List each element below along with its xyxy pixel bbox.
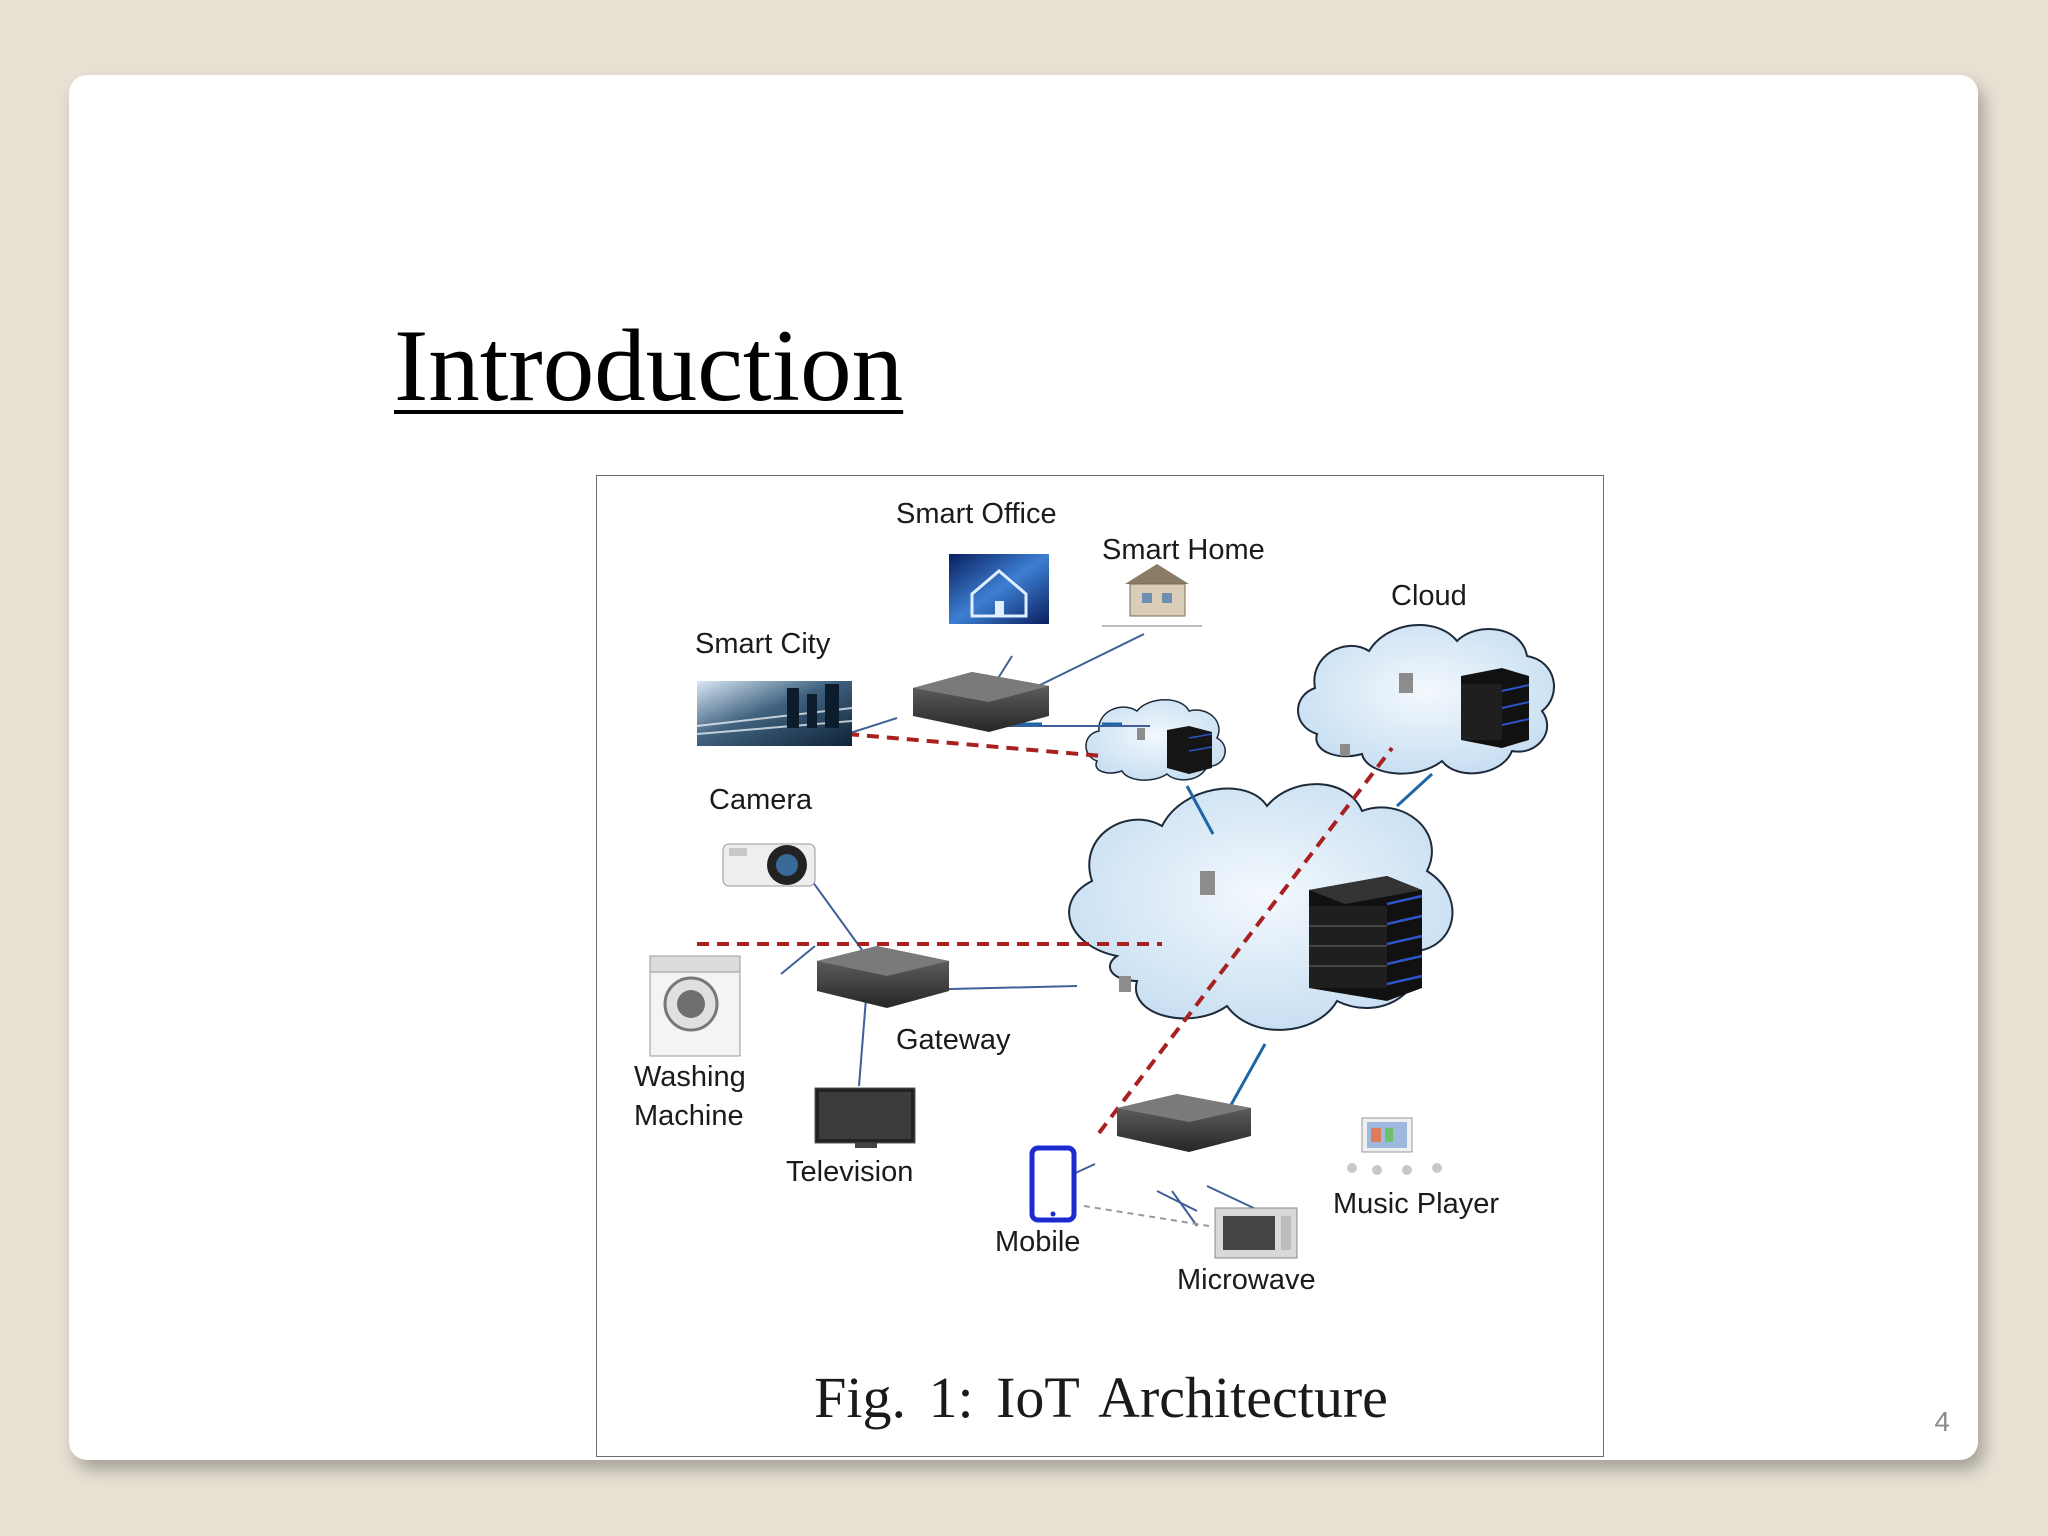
camera-image <box>722 843 816 887</box>
label-microwave: Microwave <box>1177 1264 1316 1296</box>
label-cloud: Cloud <box>1391 580 1467 612</box>
gateway-device-top <box>913 672 1049 732</box>
dashed-mobile-cloud <box>1097 746 1394 1135</box>
mobile-image <box>1029 1145 1077 1223</box>
large-server <box>1309 876 1423 1001</box>
label-television: Television <box>786 1156 914 1188</box>
label-smart-office: Smart Office <box>896 498 1057 530</box>
label-washing-machine: Washing Machine <box>634 1061 746 1133</box>
page-number: 4 <box>1934 1406 1950 1437</box>
washing-machine-image <box>649 955 741 1057</box>
smart-office-image <box>949 554 1049 624</box>
label-gateway: Gateway <box>896 1024 1011 1056</box>
node-small-upper <box>1399 673 1413 693</box>
music-player-image <box>1347 1117 1442 1175</box>
smart-home-image <box>1102 564 1202 627</box>
link-smartcity-gateway <box>846 717 898 735</box>
label-camera: Camera <box>709 784 813 816</box>
link-camera-gateway <box>806 873 866 955</box>
label-music-player: Music Player <box>1333 1188 1499 1220</box>
node-large-cloud-2 <box>1119 976 1131 992</box>
slide-title: Introduction <box>394 309 904 423</box>
link-gateway-smarthome <box>1033 633 1145 689</box>
microwave-image <box>1214 1207 1298 1259</box>
smart-city-image <box>696 681 853 746</box>
link-largecloud-upperright <box>1395 772 1434 808</box>
label-smart-home: Smart Home <box>1102 534 1265 566</box>
television-image <box>814 1087 916 1148</box>
figure-caption: Fig. 1: IoT Architecture <box>814 1365 1388 1430</box>
link-gateway-musicplayer <box>1206 1185 1261 1212</box>
node-edge-cloud <box>1137 728 1145 740</box>
edge-server <box>1167 726 1213 774</box>
link-gateway-washing <box>780 945 816 975</box>
link-gateway-microwave-top <box>1156 1190 1198 1212</box>
label-smart-city: Smart City <box>695 628 831 660</box>
iot-diagram <box>649 554 1555 1259</box>
small-cloud-nodes <box>1119 673 1413 992</box>
link-edgecloud-largecloud <box>1185 785 1215 835</box>
upper-right-server <box>1461 668 1530 748</box>
gateway-device-middle <box>817 946 949 1008</box>
node-small-upper-left <box>1340 744 1350 756</box>
iot-architecture-figure: Smart Office Smart Home Cloud Smart City… <box>596 475 1604 1457</box>
dashed-links <box>697 732 1394 1135</box>
node-large-cloud-1 <box>1200 871 1215 895</box>
gateway-device-bottom <box>1117 1094 1251 1152</box>
label-mobile: Mobile <box>995 1226 1081 1258</box>
slide: Introduction <box>69 75 1978 1460</box>
link-gateway-microwave <box>1171 1190 1198 1227</box>
dashed-smartcity-edgecloud <box>846 732 1103 758</box>
